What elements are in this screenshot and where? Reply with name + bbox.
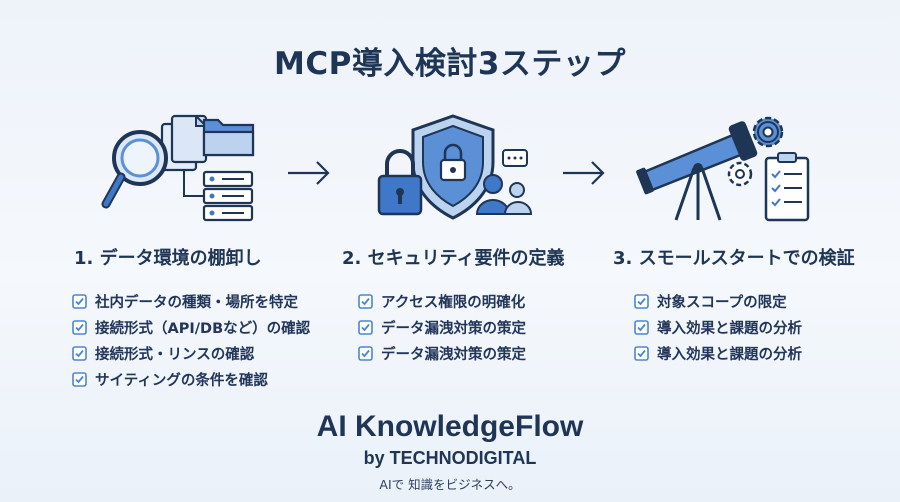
list-item-label: 社内データの種類・場所を特定 [95, 294, 298, 311]
documents-icon [160, 114, 209, 172]
list-item: 接続形式（API/DBなど）の確認 [72, 314, 310, 340]
folder-icon [202, 118, 255, 157]
list-item: 接続形式・リンスの確認 [72, 340, 310, 366]
padlock-icon [377, 149, 423, 216]
list-item-label: サイティングの条件を確認 [95, 372, 268, 389]
magnifier-icon [101, 130, 168, 209]
security-illustration [377, 114, 533, 220]
step-1-heading: 1. データ環境の棚卸し [74, 248, 262, 269]
checkbox-icon [72, 319, 87, 335]
telescope-icon [636, 121, 758, 221]
brand-name: AI KnowledgeFlow [316, 410, 584, 443]
list-item-label: 接続形式（API/DBなど）の確認 [95, 320, 311, 337]
brand-byline: by TECHNODIGITAL [363, 448, 537, 468]
checkbox-icon [634, 319, 649, 335]
page-title: MCP導入検討3ステップ [274, 46, 626, 82]
gear-icon [727, 116, 784, 187]
shield-lock-icon [411, 114, 495, 220]
server-icon [183, 170, 254, 222]
checkbox-icon [358, 293, 373, 309]
checkbox-icon [634, 345, 649, 361]
users-chat-icon [475, 149, 533, 215]
verification-illustration [636, 116, 810, 222]
checkbox-icon [358, 319, 373, 335]
list-item: 導入効果と課題の分析 [634, 340, 802, 366]
checklist-icon [764, 152, 810, 222]
list-item-label: データ漏洩対策の策定 [381, 346, 526, 363]
arrow-right-icon [288, 161, 330, 185]
list-item-label: 導入効果と課題の分析 [657, 346, 802, 363]
checkbox-icon [72, 371, 87, 387]
list-item: アクセス権限の明確化 [358, 288, 526, 314]
list-item-label: 接続形式・リンスの確認 [95, 346, 255, 363]
list-item: データ漏洩対策の策定 [358, 340, 526, 366]
list-item-label: アクセス権限の明確化 [381, 294, 526, 311]
list-item: 対象スコープの限定 [634, 288, 802, 314]
list-item: 社内データの種類・場所を特定 [72, 288, 310, 314]
checkbox-icon [358, 345, 373, 361]
step-2-heading: 2. セキュリティ要件の定義 [342, 248, 565, 269]
step-3-checklist: 対象スコープの限定 導入効果と課題の分析 導入効果と課題の分析 [634, 288, 802, 366]
brand-tagline: AIで 知識をビジネスへ。 [379, 477, 521, 492]
step-3-heading: 3. スモールスタートでの検証 [613, 248, 855, 269]
list-item: データ漏洩対策の策定 [358, 314, 526, 340]
step-2-checklist: アクセス権限の明確化 データ漏洩対策の策定 データ漏洩対策の策定 [358, 288, 526, 366]
list-item-label: 対象スコープの限定 [657, 294, 787, 311]
list-item: 導入効果と課題の分析 [634, 314, 802, 340]
list-item: サイティングの条件を確認 [72, 366, 310, 392]
checkbox-icon [634, 293, 649, 309]
data-inventory-illustration [101, 114, 255, 222]
step-1-checklist: 社内データの種類・場所を特定 接続形式（API/DBなど）の確認 接続形式・リン… [72, 288, 310, 392]
arrow-right-icon [563, 161, 605, 185]
checkbox-icon [72, 293, 87, 309]
list-item-label: 導入効果と課題の分析 [657, 320, 802, 337]
checkbox-icon [72, 345, 87, 361]
list-item-label: データ漏洩対策の策定 [381, 320, 526, 337]
